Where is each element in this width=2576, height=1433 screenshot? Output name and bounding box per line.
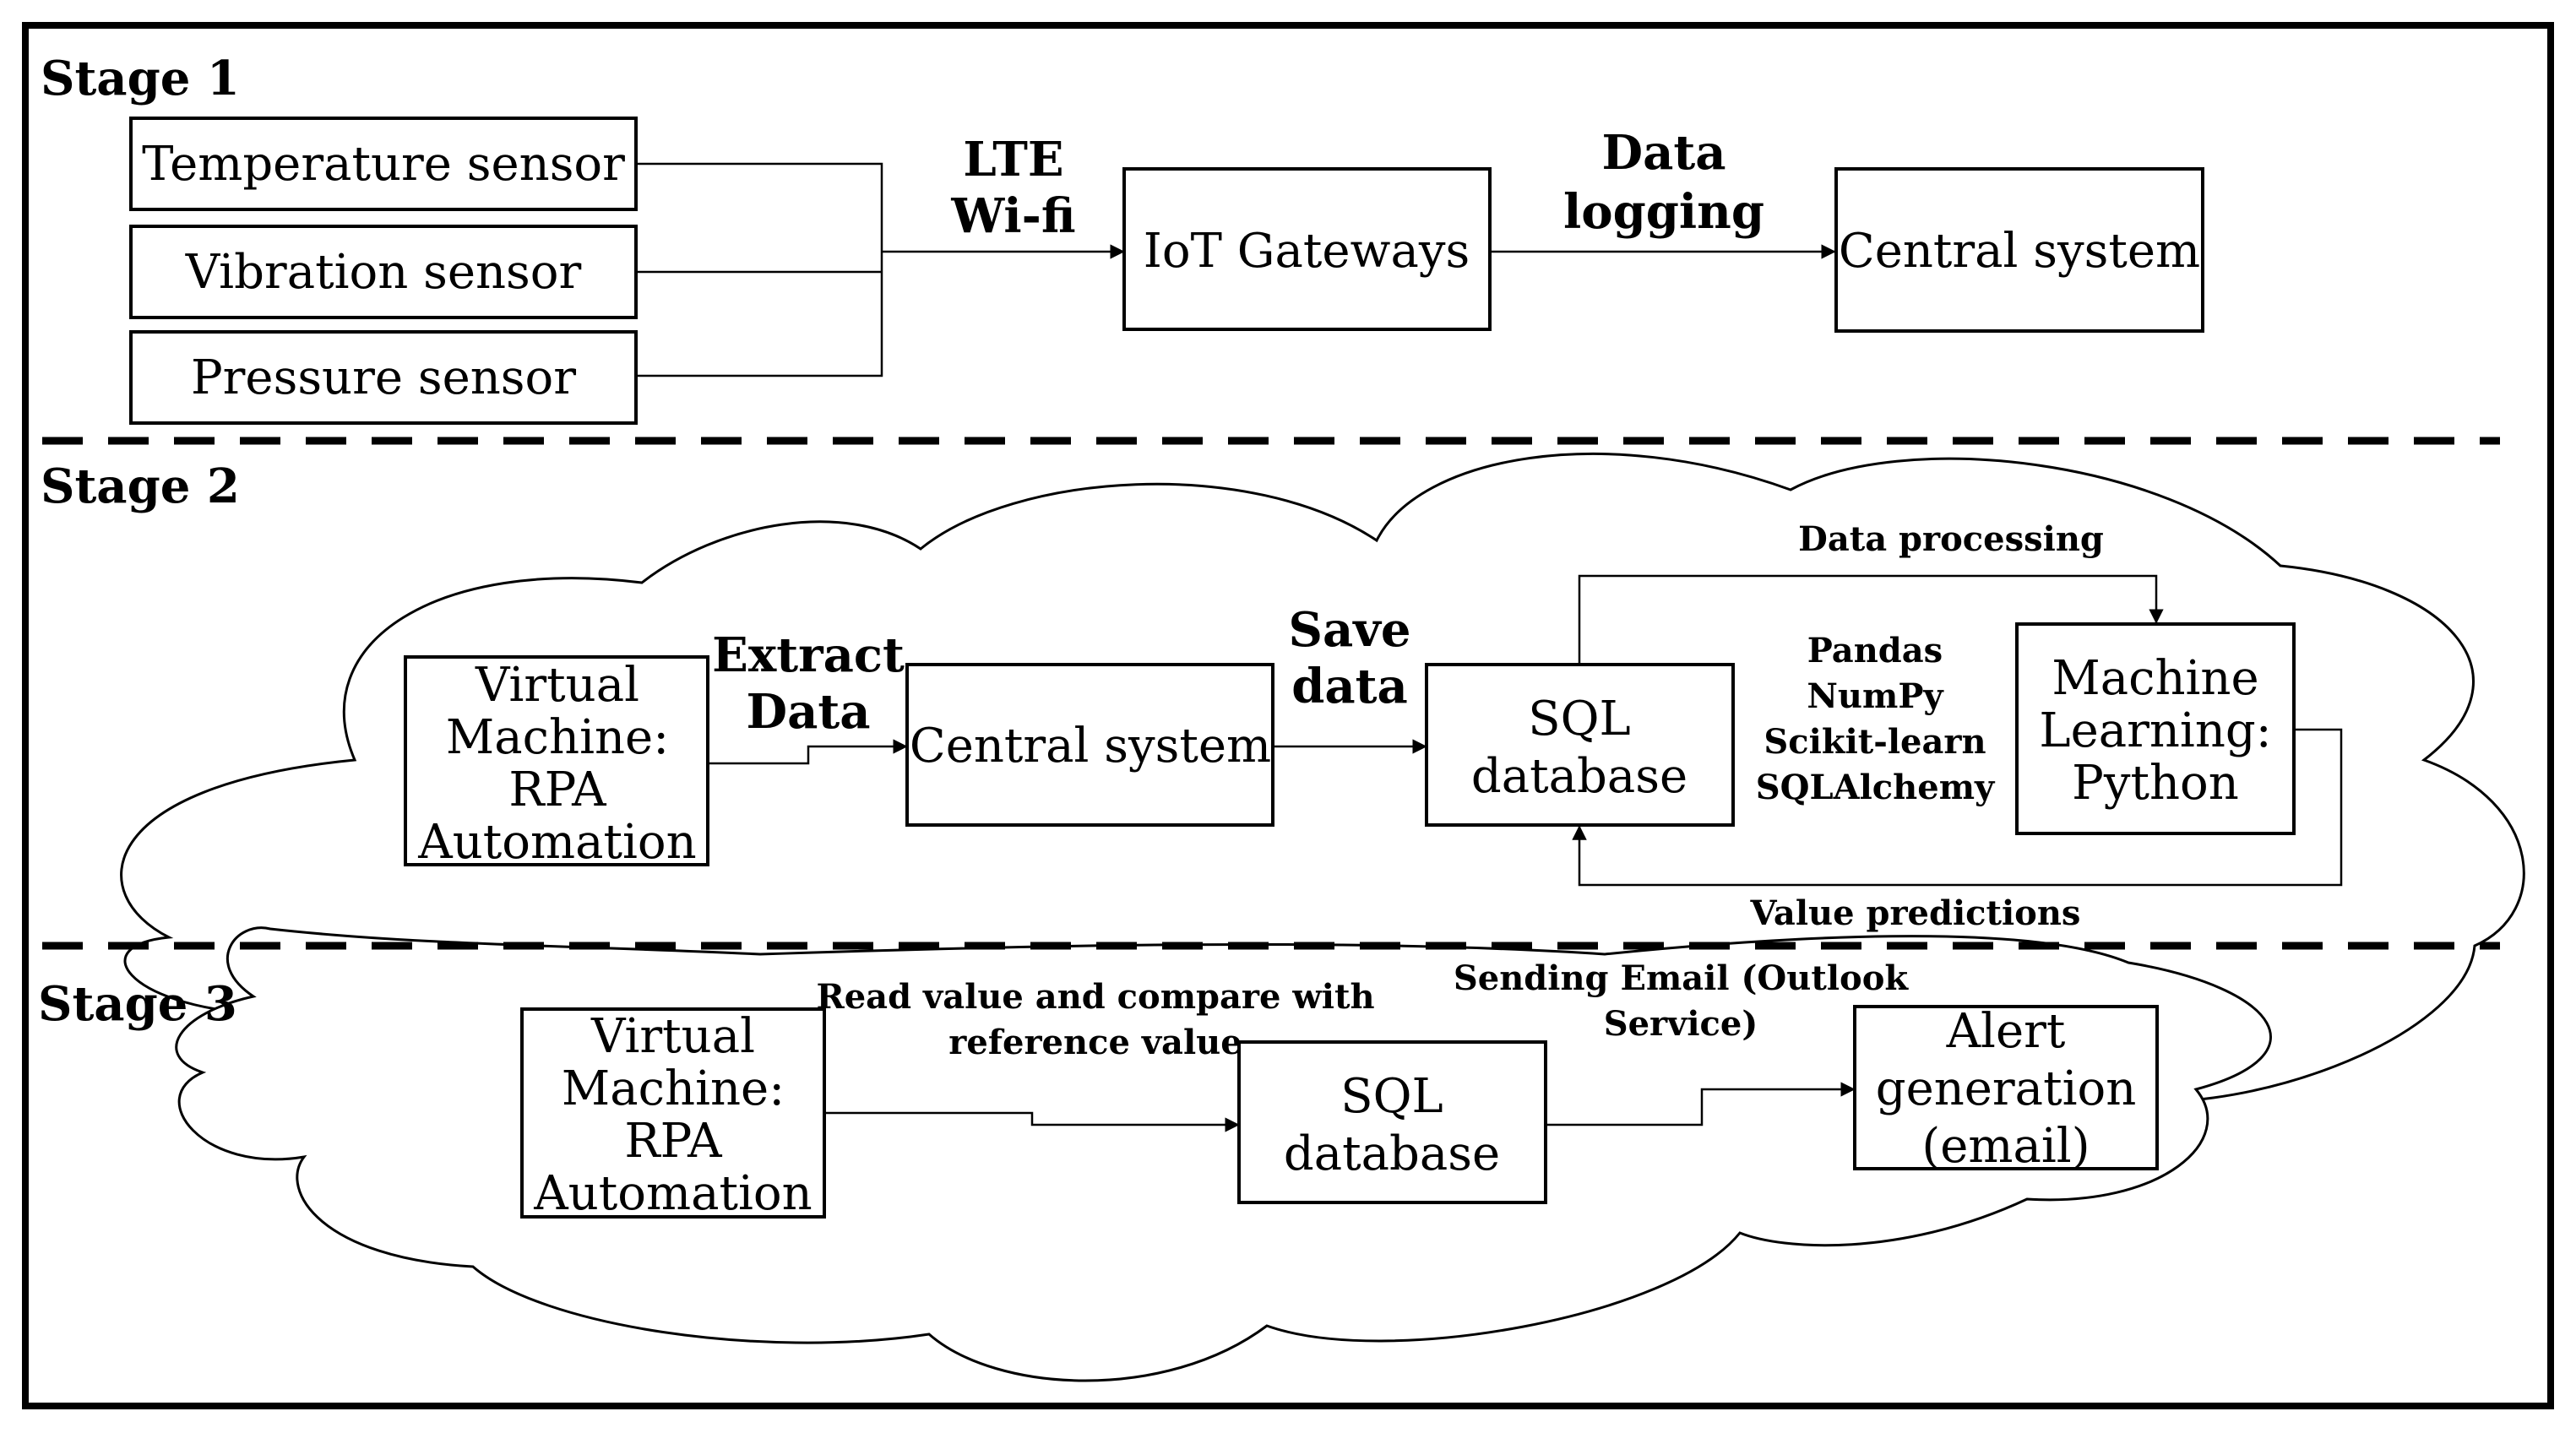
alert-line3: (email) [1921, 1119, 2090, 1174]
sql-to-alert-arrow [1546, 1082, 1856, 1126]
value-predictions-label: Value predictions [1750, 893, 2081, 933]
stage2-sql-line1: SQL [1528, 692, 1630, 746]
stage3-sql-line2: database [1284, 1126, 1500, 1181]
pressure-sensor-label: Pressure sensor [191, 350, 576, 405]
outer-frame [22, 22, 2554, 1409]
temperature-sensor-box: Temperature sensor [129, 117, 638, 211]
stage3-vm-box: Virtual Machine: RPA Automation [520, 1007, 826, 1221]
stage3-vm-line1: Virtual [590, 1009, 755, 1064]
extract-data-label: Data [747, 684, 871, 740]
pressure-sensor-box: Pressure sensor [129, 330, 638, 425]
extract-label: Extract [712, 627, 905, 683]
stage2-vm-line2: Machine: [446, 710, 669, 765]
lib-pandas: Pandas [1807, 631, 1943, 670]
ml-line2: Learning: [2039, 703, 2271, 758]
alert-line2: generation [1876, 1061, 2137, 1116]
vibration-sensor-box: Vibration sensor [129, 225, 638, 319]
sending-email-line2: Service) [1604, 1004, 1758, 1044]
stage2-label: Stage 2 [41, 459, 240, 514]
wifi-label: Wi-fi [950, 188, 1075, 244]
stage3-vm-line4: Automation [533, 1166, 812, 1221]
alert-generation-box: Alert generation (email) [1853, 1004, 2159, 1174]
stage2-vm-line3: RPA [508, 763, 606, 817]
value-predictions-arrow [1572, 728, 2343, 887]
stage2-vm-line4: Automation [417, 815, 696, 870]
stage2-central-system-label: Central system [910, 719, 1271, 773]
ml-line3: Python [2072, 756, 2239, 811]
vibration-sensor-label: Vibration sensor [185, 245, 582, 300]
stage3-vm-line2: Machine: [562, 1061, 785, 1116]
data-processing-label: Data processing [1798, 519, 2104, 559]
stage1-central-system-box: Central system [1834, 167, 2204, 333]
vm-to-central-arrow [708, 739, 908, 765]
lte-label: LTE [963, 132, 1063, 187]
logging-label: logging [1563, 184, 1764, 240]
temperature-sensor-label: Temperature sensor [142, 137, 625, 192]
iot-gateways-box: IoT Gateways [1122, 167, 1492, 331]
data-processing-arrow [1578, 574, 2164, 665]
save-data-label: data [1291, 659, 1408, 714]
stage3-label: Stage 3 [38, 976, 237, 1032]
stage3-sql-box: SQL database [1237, 1040, 1547, 1204]
vm-to-sql-arrow [824, 1111, 1240, 1132]
lib-numpy: NumPy [1807, 676, 1944, 716]
save-label: Save [1289, 602, 1411, 658]
read-value-line1: Read value and compare with [816, 977, 1374, 1017]
alert-line1: Alert [1946, 1004, 2066, 1059]
sending-email-line1: Sending Email (Outlook [1454, 958, 1909, 998]
stage1-label: Stage 1 [41, 51, 240, 106]
sensor-connector [636, 162, 883, 377]
stage2-vm-line1: Virtual [475, 658, 639, 713]
stage2-sql-box: SQL database [1425, 663, 1735, 827]
stage1-central-system-label: Central system [1839, 224, 2200, 279]
iot-gateways-label: IoT Gateways [1144, 224, 1470, 279]
ml-python-box: Machine Learning: Python [2015, 622, 2296, 835]
stage3-vm-line3: RPA [624, 1114, 722, 1169]
stage3-sql-line1: SQL [1340, 1069, 1443, 1124]
read-value-line2: reference value [948, 1023, 1242, 1062]
data-label: Data [1602, 125, 1726, 181]
ml-line1: Machine [2052, 651, 2258, 706]
stage2-sql-line2: database [1471, 749, 1687, 804]
lib-sqlalchemy: SQLAlchemy [1756, 768, 1996, 807]
stage2-vm-box: Virtual Machine: RPA Automation [404, 655, 709, 870]
lib-scikit-learn: Scikit-learn [1764, 722, 1986, 762]
stage2-central-system-box: Central system [905, 663, 1274, 827]
